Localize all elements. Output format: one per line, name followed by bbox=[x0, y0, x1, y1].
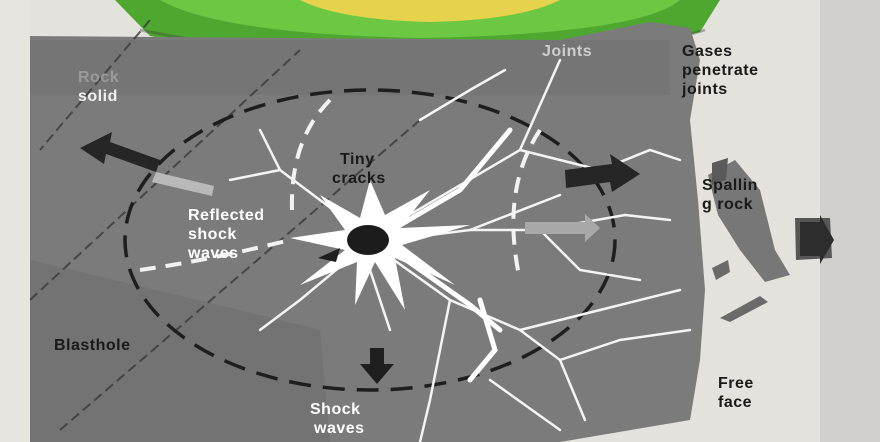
label-spalling-line2: g rock bbox=[702, 195, 758, 214]
label-reflected-line3: waves bbox=[188, 244, 265, 263]
label-gases-line2: penetrate bbox=[682, 61, 759, 80]
label-free-face: Free face bbox=[718, 374, 754, 412]
label-shock-waves-line1: Shock bbox=[310, 400, 365, 419]
label-gases-penetrate-joints: Gases penetrate joints bbox=[682, 42, 759, 99]
label-reflected-line1: Reflected bbox=[188, 206, 265, 225]
label-tiny-cracks-line1: Tiny bbox=[332, 150, 386, 169]
label-gases-line1: Gases bbox=[682, 42, 759, 61]
blasthole bbox=[347, 225, 389, 255]
label-rock-solid: Rock solid bbox=[78, 68, 119, 106]
label-blasthole-text: Blasthole bbox=[54, 336, 131, 355]
label-spalling-line1: Spallin bbox=[702, 176, 758, 195]
label-rock-solid-line2: solid bbox=[78, 87, 119, 106]
label-gases-line3: joints bbox=[682, 80, 759, 99]
label-spalling-rock: Spallin g rock bbox=[702, 176, 758, 214]
label-shock-waves: Shock waves bbox=[310, 400, 365, 438]
label-free-face-line2: face bbox=[718, 393, 754, 412]
label-tiny-cracks-line2: cracks bbox=[332, 169, 386, 188]
label-reflected-line2: shock bbox=[188, 225, 265, 244]
label-shock-waves-line2: waves bbox=[310, 419, 365, 438]
label-rock-solid-line1: Rock bbox=[78, 68, 119, 87]
label-free-face-line1: Free bbox=[718, 374, 754, 393]
label-blasthole: Blasthole bbox=[54, 336, 131, 355]
label-tiny-cracks: Tiny cracks bbox=[332, 150, 386, 188]
label-reflected-shock-waves: Reflected shock waves bbox=[188, 206, 265, 263]
label-joints-text: Joints bbox=[542, 42, 592, 61]
label-joints: Joints bbox=[542, 42, 592, 61]
